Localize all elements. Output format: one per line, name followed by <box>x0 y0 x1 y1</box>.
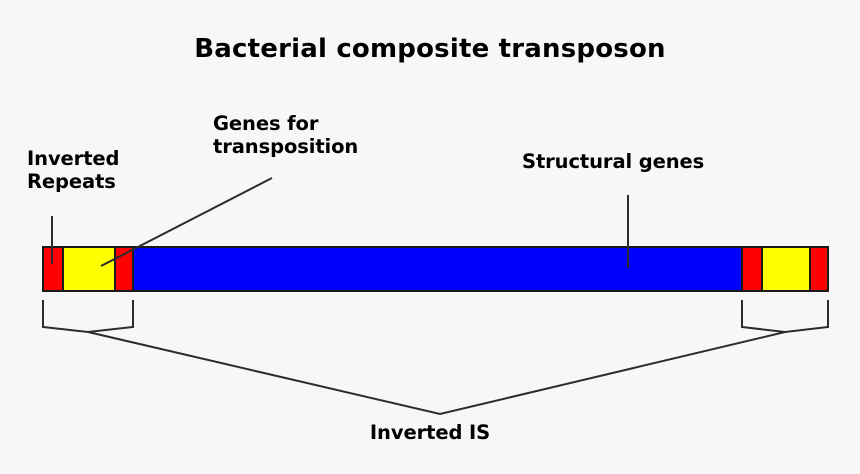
label-genes-for-transposition-line2: transposition <box>213 135 359 158</box>
bar-segment-structural-genes <box>133 247 742 291</box>
bar-segment-transposase-gene-left <box>63 247 115 291</box>
bar-segment-inverted-repeat-right-outer <box>810 247 828 291</box>
brace-converge-to-inverted-is-label <box>87 331 786 416</box>
leader-line-genes-for-transposition <box>100 177 273 267</box>
transposon-bar-outline <box>42 246 829 292</box>
label-structural-genes: Structural genes <box>522 150 705 173</box>
leader-lines <box>51 177 629 268</box>
brace-right-is-element <box>741 300 829 334</box>
label-inverted-repeats-line1: Inverted <box>27 147 120 170</box>
bar-segment-inverted-repeat-right-inner <box>742 247 762 291</box>
bar-segment-inverted-repeat-left-outer <box>43 247 63 291</box>
bar-segment-transposase-gene-right <box>762 247 810 291</box>
inverted-is-braces <box>42 300 829 416</box>
bar-segment-inverted-repeat-left-inner <box>115 247 133 291</box>
page-title: Bacterial composite transposon <box>194 34 666 64</box>
label-genes-for-transposition-line1: Genes for <box>213 112 319 135</box>
brace-left-is-element <box>42 300 134 334</box>
transposon-bar <box>43 247 828 291</box>
label-inverted-is: Inverted IS <box>369 421 491 444</box>
label-inverted-repeats-line2: Repeats <box>27 170 116 193</box>
bar-border <box>42 246 829 292</box>
